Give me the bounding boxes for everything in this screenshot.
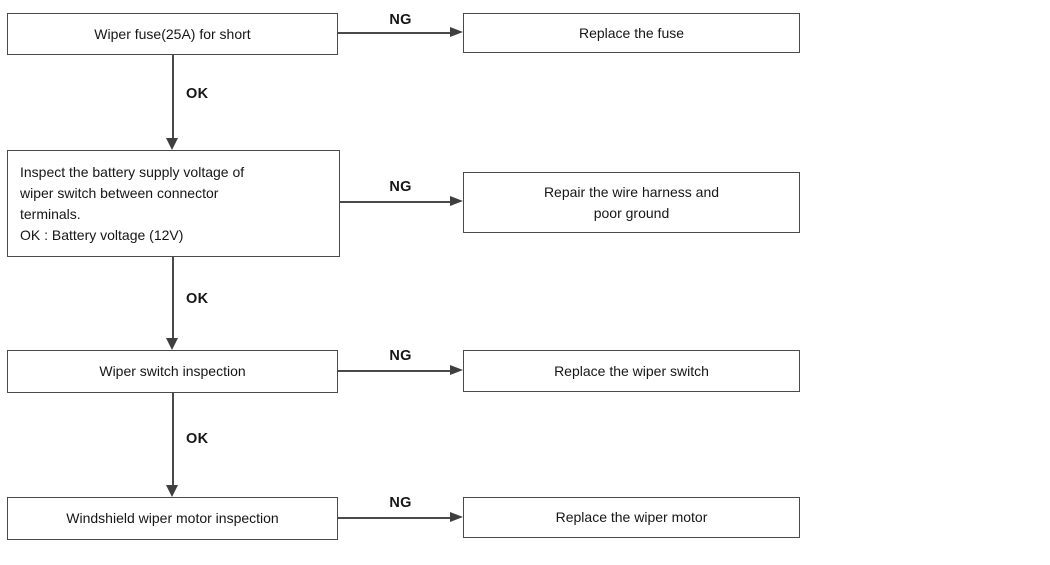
ng-arrow-line-2 [340, 201, 452, 203]
ng-arrow-line-3 [338, 370, 452, 372]
action-box-replace-wiper-motor: Replace the wiper motor [463, 497, 800, 538]
step-box-wiper-fuse: Wiper fuse(25A) for short [7, 13, 338, 55]
ok-label-2: OK [186, 291, 209, 307]
ok-arrow-head-icon-1 [166, 138, 178, 150]
step-box-wiper-switch-inspection: Wiper switch inspection [7, 350, 338, 393]
ng-arrow-line-4 [338, 517, 452, 519]
ng-arrow-head-icon-3 [450, 365, 463, 375]
action-box-replace-fuse: Replace the fuse [463, 13, 800, 53]
ng-arrow-head-icon-2 [450, 196, 463, 206]
ok-label-3: OK [186, 431, 209, 447]
ok-arrow-line-3 [172, 393, 174, 486]
ok-arrow-head-icon-3 [166, 485, 178, 497]
ok-arrow-line-1 [172, 55, 174, 139]
ng-label-1: NG [389, 12, 412, 28]
ng-label-3: NG [389, 348, 412, 364]
ng-arrow-head-icon-1 [450, 27, 463, 37]
action-box-replace-wiper-switch: Replace the wiper switch [463, 350, 800, 392]
step-box-battery-voltage: Inspect the battery supply voltage of wi… [7, 150, 340, 257]
ok-arrow-line-2 [172, 257, 174, 340]
ng-label-4: NG [389, 495, 412, 511]
ok-label-1: OK [186, 86, 209, 102]
ng-arrow-head-icon-4 [450, 512, 463, 522]
action-box-repair-harness: Repair the wire harness and poor ground [463, 172, 800, 233]
ng-arrow-line-1 [338, 32, 452, 34]
ok-arrow-head-icon-2 [166, 338, 178, 350]
step-box-wiper-motor-inspection: Windshield wiper motor inspection [7, 497, 338, 540]
ng-label-2: NG [389, 179, 412, 195]
